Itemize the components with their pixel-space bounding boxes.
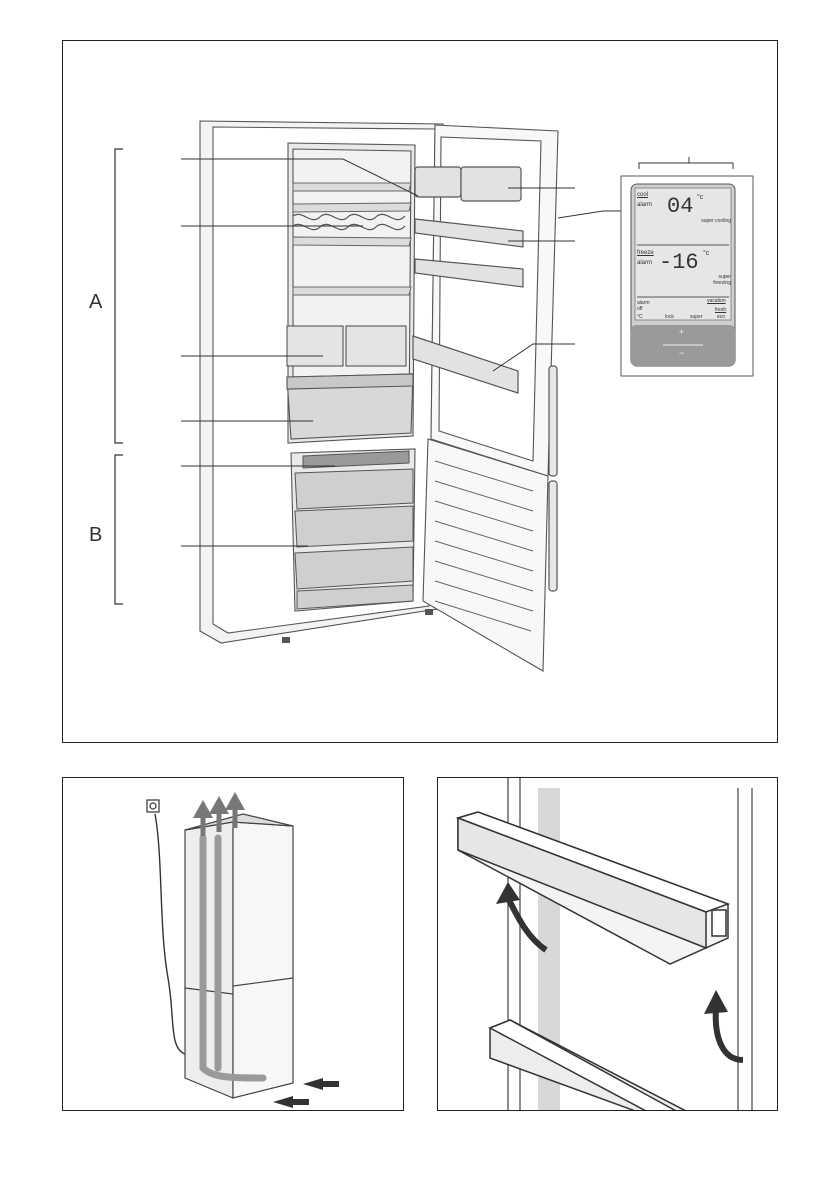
leader-lines-right — [492, 187, 623, 372]
feet — [282, 609, 433, 643]
airflow-paths — [199, 834, 267, 1082]
chiller-drawers — [286, 325, 407, 367]
freezer-door-ridges — [434, 460, 534, 632]
section-label-a: A — [89, 291, 103, 313]
vacation-label: vacation — [707, 298, 726, 304]
alarm-off-button[interactable]: alarm off — [637, 300, 650, 312]
crisper-drawer — [286, 373, 414, 440]
super-freezing-label: super freezing — [713, 274, 731, 286]
cool-label: cool — [637, 192, 649, 198]
power-cable — [154, 813, 186, 1055]
section-brackets — [114, 148, 123, 605]
bracket-b — [114, 454, 123, 605]
eco-button[interactable]: eco — [717, 314, 726, 320]
freezer-door — [422, 438, 549, 672]
super-cooling-label: super cooling — [701, 218, 731, 224]
freezer-temperature: -16 — [659, 250, 699, 275]
upper-door-shelf — [455, 811, 731, 965]
fridge-temperature: 04 — [667, 194, 694, 219]
minus-button[interactable]: − — [679, 348, 685, 358]
control-display: cool alarm 04 °c super cooling freeze al… — [635, 188, 731, 368]
fridge-freezer-illustration — [114, 120, 754, 672]
unit-button[interactable]: °C — [637, 314, 643, 320]
ventilation-panel — [62, 777, 404, 1111]
door-handles — [548, 365, 558, 592]
freezer-temperature-unit: °c — [703, 250, 710, 257]
removal-arrows — [496, 882, 744, 1063]
airflow-arrowheads — [193, 792, 245, 818]
door-shelf-illustration — [455, 778, 753, 1110]
alarm-label-freezer: alarm — [637, 260, 653, 266]
alarm-label-fridge: alarm — [637, 202, 653, 208]
bracket-a — [114, 148, 123, 444]
door-shelf-panel — [437, 777, 778, 1111]
ventilation-illustration — [146, 792, 339, 1108]
power-socket — [146, 799, 160, 813]
freeze-label: freeze — [637, 250, 654, 256]
control-panel-callout — [620, 157, 754, 377]
appliance-overview-panel: A B — [62, 40, 778, 743]
fresh-label: fresh — [715, 307, 727, 313]
intake-arrows — [273, 1078, 339, 1108]
section-label-b: B — [89, 524, 103, 546]
fridge-temperature-unit: °c — [697, 194, 704, 201]
plus-button[interactable]: + — [679, 327, 685, 337]
super-button[interactable]: super — [690, 314, 703, 320]
freezer-drawers — [294, 450, 414, 610]
exhaust-arrows — [200, 810, 238, 836]
lower-door-shelf — [488, 1019, 686, 1110]
lock-button[interactable]: lock — [665, 314, 674, 320]
door-shelves — [412, 166, 524, 394]
leader-lines-left — [181, 158, 419, 547]
fridge-shelves — [292, 182, 412, 296]
